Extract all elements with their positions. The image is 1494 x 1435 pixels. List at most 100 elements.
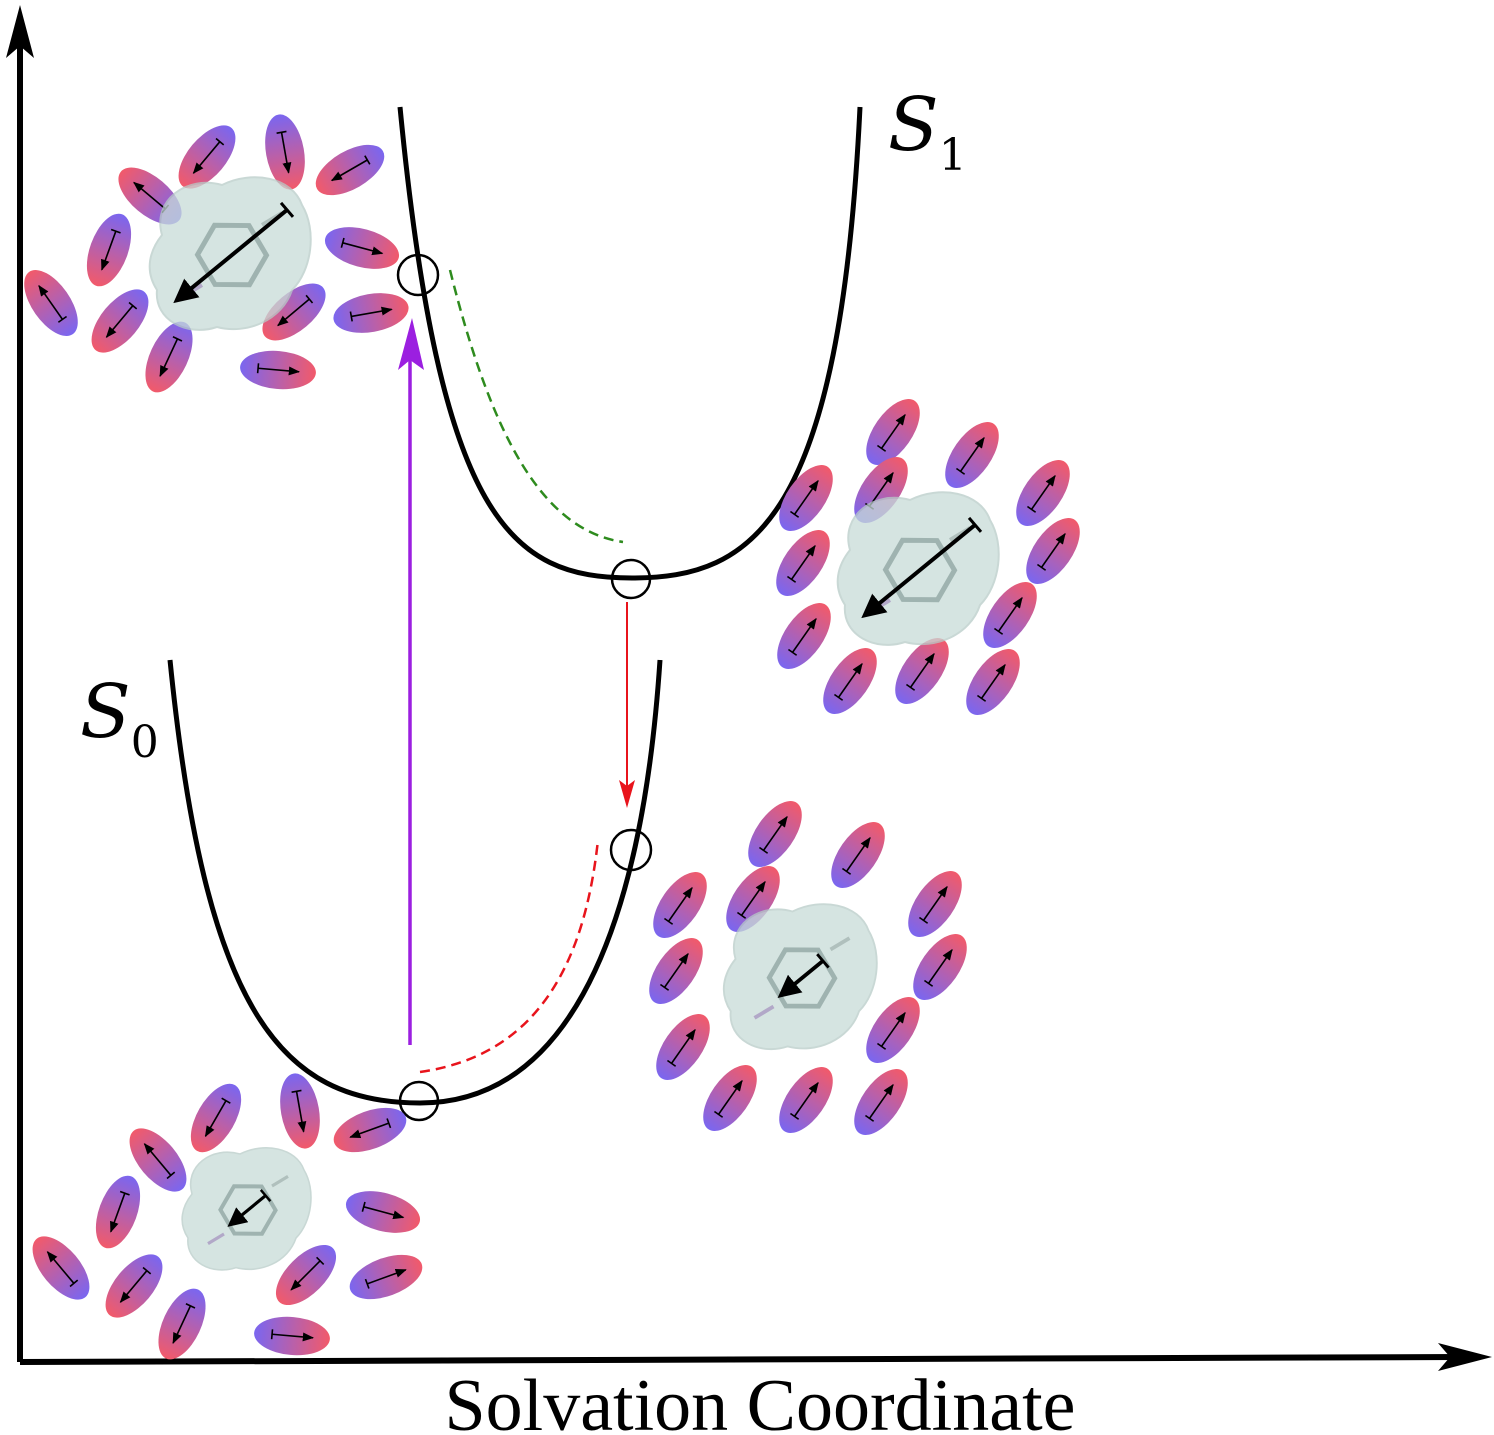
solvent-dipole [908,871,962,937]
dipole-arrow-tail [172,336,183,342]
dipole-arrow [740,880,766,916]
dipole-arrow-tail [876,1042,887,1050]
solute-molecule [181,1147,312,1271]
solute-substituent [271,1175,289,1188]
dipole-arrow [330,159,368,182]
dipole-arrow [791,617,817,653]
dipole-arrow [793,1081,819,1117]
s1-curve [397,106,863,581]
ground-equilibrium-marker [398,1080,440,1122]
solvent-dipole [895,638,949,704]
y-axis-arrowhead [6,5,34,58]
dipole-arrow [290,1260,321,1291]
dipole-arrow [172,1305,192,1345]
dipole-arrow [258,366,301,376]
emission-arrowhead [619,780,635,808]
solute-dipole-arrow [173,208,289,304]
solute-molecule [722,903,878,1051]
dipole-arrow [101,230,117,271]
dipole-arrow [349,1122,390,1138]
dipole-arrow [204,1100,227,1138]
dipole-arrow [927,948,953,984]
dipole-arrow [46,1251,75,1284]
dipole-arrow-tail [128,301,138,310]
franck-condon-excited-marker [396,253,440,297]
dipole-arrow-tail [864,1114,875,1122]
solute-substituent [207,1232,225,1245]
dipole-arrow-tail [305,294,314,304]
dipole-arrow-tail [923,979,934,987]
solvent-dipole [105,1254,163,1318]
solute-dipole-arrow [777,959,825,999]
solvent-dipole [983,582,1037,648]
dipole-arrow [980,663,1006,699]
solvent-dipole [315,144,385,196]
solvent-dipole [966,649,1020,715]
solvent-dipole [349,1254,423,1300]
solute-dipole-tail [279,201,295,218]
dipole-arrow-tail [364,155,371,165]
solvent-dipole [1016,460,1070,526]
dipole-arrow-tail [833,693,844,701]
dipole-arrow [868,471,894,507]
solute-surface [181,1147,312,1271]
solute-dipole-arrow [861,523,977,619]
dipole-arrow [959,436,985,472]
dipole-arrow-tail [69,1279,79,1288]
dipole-arrow-tail [185,1303,196,1309]
solvent-dipole [254,1316,330,1356]
dipole-arrow-tail [1036,563,1047,571]
solvent-dipole [945,422,999,488]
solute-ring [218,1184,278,1236]
solvent-dipole [656,1014,710,1080]
dipole-arrow-tail [361,1201,366,1212]
solvent-dipole [178,125,236,189]
cluster-excited-equilibrium [776,399,1080,715]
dipole-arrow-tail [386,1118,392,1129]
dipole-arrow [119,1270,148,1303]
solute-substituent [753,1004,775,1020]
dipole-arrow [790,544,816,580]
dipole-arrow [363,1206,405,1220]
dipole-arrow-tail [166,1171,176,1180]
dipole-arrow-tail [789,510,800,518]
s0-label: S0 [80,669,159,768]
dipole-arrow [922,885,948,921]
dipole-arrow-tail [276,130,287,134]
dipole-arrow-tail [119,1190,130,1196]
solvent-dipole [854,1069,908,1135]
dipole-arrow [351,306,393,318]
solute-molecule [148,176,312,331]
axes [6,5,1492,1371]
solute-dipole-tail [259,1189,272,1202]
dipole-arrow-tail [918,916,929,924]
dipole-arrow [909,652,935,688]
dipole-arrow [143,1143,172,1176]
dipole-arrow-tail [340,237,345,248]
dipole-arrow [133,181,166,210]
solvent-dipole [748,801,802,867]
dipole-arrow-tail [786,575,797,583]
solvent-dipole [913,934,967,1000]
dipole-arrow [192,141,221,174]
x-axis [19,1354,1463,1365]
dipole-arrow [880,413,906,449]
solvation-clusters [24,114,1080,1360]
dipole-arrow-tail [291,1089,302,1093]
franck-condon-ground-marker [609,828,653,872]
solute-ring [882,537,958,603]
dipole-arrow [38,284,64,320]
dipole-arrow [342,242,384,256]
excited-state-relaxation-path [448,269,624,544]
dipole-arrow-tail [787,648,798,656]
dipole-arrow [868,1083,894,1119]
dipole-arrow-tail [713,1110,724,1118]
dipole-arrow-tail [659,983,670,991]
dipole-arrow-tail [758,846,769,854]
dipole-arrow-tail [976,694,987,702]
solute-dipole-arrow [227,1194,267,1227]
solvent-dipole [703,1065,757,1131]
solvent-dipole [777,603,831,669]
solvent-dipole [866,997,920,1063]
excited-equilibrium-marker [610,558,652,600]
